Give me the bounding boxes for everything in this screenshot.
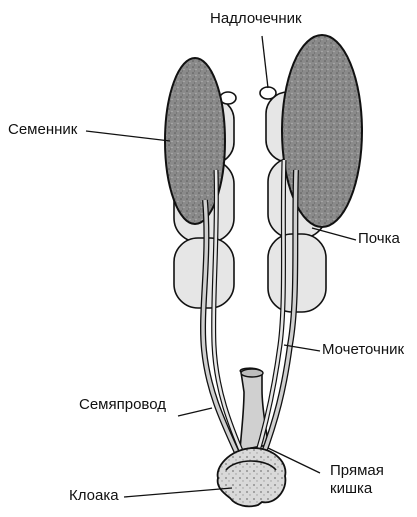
leader-vas-deferens xyxy=(178,408,212,416)
label-rectum-line2: кишка xyxy=(330,480,384,498)
label-adrenal: Надлочечник xyxy=(210,10,302,28)
label-rectum-line1: Прямая xyxy=(330,462,384,480)
right-adrenal-gland xyxy=(260,87,276,99)
label-kidney: Почка xyxy=(358,230,400,248)
leader-testis xyxy=(86,131,170,141)
label-rectum: Прямая кишка xyxy=(330,462,384,498)
leader-adrenal xyxy=(262,36,268,88)
cloaca xyxy=(218,448,286,506)
label-vas-deferens: Семяпровод xyxy=(79,396,166,414)
rectum-opening xyxy=(241,369,263,377)
leader-cloaca xyxy=(124,488,232,497)
leader-kidney xyxy=(312,228,356,240)
label-ureter: Мочеточник xyxy=(322,341,404,359)
label-testis: Семенник xyxy=(8,121,77,139)
label-cloaca: Клоака xyxy=(69,487,119,505)
